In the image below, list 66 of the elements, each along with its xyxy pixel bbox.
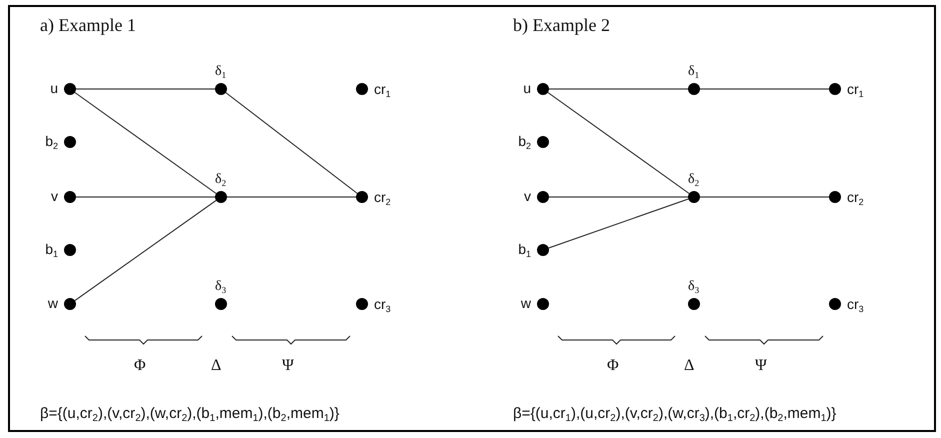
vertex-dot [356,298,368,310]
vertex-label: u [523,81,531,95]
vertex-label: cr$_{1}$ [374,82,391,99]
formula: β={(u,cr$_{1}$),(u,cr$_{2}$),(v,cr$_{2}$),(w,cr$_{3}$),(b$_{1}$,cr$_{2}$),(b$_{2}$,mem$_{1}$)} [513,406,836,424]
set-symbol: Ψ [282,358,294,374]
vertex-label: δ$_{1}$ [688,65,700,80]
vertex-label: w [520,296,531,310]
vertex-dot [829,83,841,95]
vertex-dot [829,191,841,203]
vertex-label: cr$_{2}$ [847,190,864,207]
vertex-label: cr$_{3}$ [847,297,864,314]
connector-line [74,200,217,302]
formula: β={(u,cr$_{2}$),(v,cr$_{2}$),(w,cr$_{2}$),(b$_{1}$,mem$_{1}$),(b$_{2}$,mem$_{1}$)} [40,406,340,424]
vertex-dot [215,298,227,310]
panel-title: b) Example 2 [513,16,610,34]
connector-line [548,88,688,90]
set-symbol: Δ [684,358,694,374]
vertex-dot [64,298,76,310]
vertex-label: δ$_{2}$ [688,173,700,188]
vertex-label: cr$_{3}$ [374,297,391,314]
vertex-dot [215,83,227,95]
vertex-dot [356,191,368,203]
vertex-dot [356,83,368,95]
vertex-dot [215,191,227,203]
vertex-dot [688,191,700,203]
vertex-label: b$_{1}$ [45,242,58,259]
connector-line [548,196,688,198]
vertex-label: cr$_{1}$ [847,82,864,99]
vertex-dot [64,244,76,256]
vertex-label: b$_{2}$ [45,134,58,151]
vertex-dot [829,298,841,310]
panel-title: a) Example 1 [40,16,136,34]
connector-line [226,196,356,198]
vertex-label: v [51,189,58,203]
connector-line [74,92,217,194]
connector-line [548,198,689,249]
vertex-dot [688,298,700,310]
set-symbol: Ψ [755,358,767,374]
vertex-dot [688,83,700,95]
connector-line [700,88,830,90]
vertex-label: δ$_{3}$ [688,280,700,295]
vertex-label: cr$_{2}$ [374,190,391,207]
vertex-dot [537,191,549,203]
vertex-label: b$_{2}$ [518,134,531,151]
connector-line [700,196,830,198]
connector-line [76,196,216,198]
vertex-dot [537,83,549,95]
set-symbol: Φ [134,358,146,374]
vertex-label: δ$_{1}$ [215,65,226,80]
vertex-dot [537,298,549,310]
vertex-dot [64,83,76,95]
vertex-dot [64,191,76,203]
vertex-label: δ$_{2}$ [215,173,226,188]
vertex-dot [537,136,549,148]
vertex-label: u [50,81,58,95]
vertex-label: w [48,296,58,310]
connector-line [76,88,216,90]
vertex-dot [537,244,549,256]
connector-line [547,92,690,194]
set-symbol: Δ [211,358,222,374]
vertex-dot [64,136,76,148]
vertex-label: b$_{1}$ [518,242,531,259]
connector-line [225,92,358,194]
vertex-label: δ$_{3}$ [215,280,226,295]
set-symbol: Φ [607,358,619,374]
vertex-label: v [524,189,531,203]
